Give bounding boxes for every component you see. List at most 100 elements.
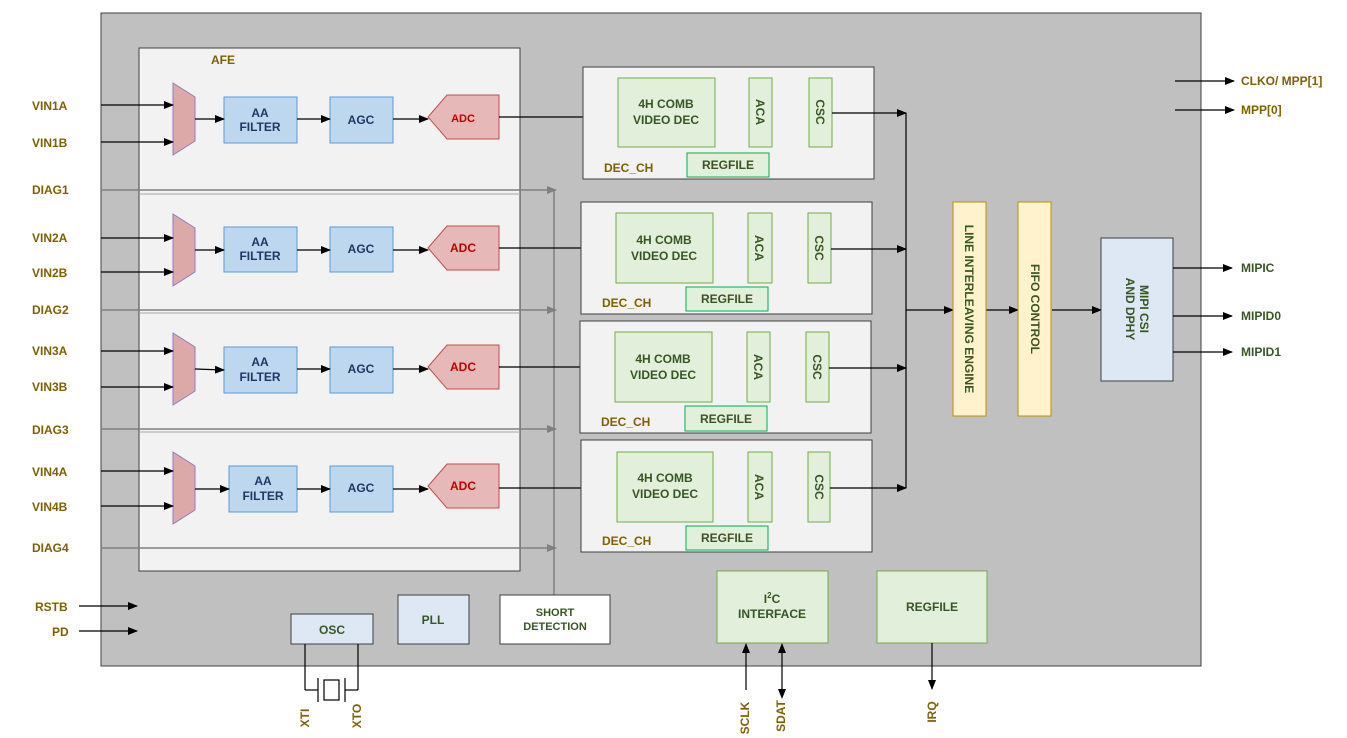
dec-regfile-block [684, 405, 768, 432]
afe-title: AFE [211, 53, 235, 67]
afe-channel-1: AA FILTER AGC ADC [172, 82, 500, 156]
comb-decoder-block [617, 77, 716, 148]
dec-regfile-block [685, 286, 769, 312]
vin3b-pin-label: VIN3B [32, 380, 68, 394]
aa-filter-label: AA [254, 474, 272, 488]
sclk-pin-label: SCLK [738, 701, 752, 734]
decoder-channel-4: 4H COMB VIDEO DEC ACA CSC REGFILE DEC_CH [580, 439, 873, 553]
short-detection-block [499, 594, 611, 645]
mipi-label: AND DPHY [1123, 278, 1137, 341]
pd-pin-label: PD [52, 625, 69, 639]
agc-label: AGC [348, 113, 375, 127]
csc-block [807, 212, 832, 284]
aa-filter-block [228, 465, 298, 513]
irq-pin-label: IRQ [925, 701, 939, 722]
vin2b-pin-label: VIN2B [32, 266, 68, 280]
afe-channel-2: AA FILTER AGC ADC [172, 213, 500, 287]
aca-block [748, 77, 773, 148]
aca-block [747, 451, 773, 523]
bottom-pin-arrows [742, 643, 936, 699]
adc-label: ADC [450, 479, 476, 493]
comb-label: VIDEO DEC [632, 487, 698, 501]
aa-filter-label: FILTER [242, 489, 283, 503]
agc-block [329, 226, 394, 273]
aca-label: ACA [752, 474, 766, 500]
aca-label: ACA [753, 99, 767, 125]
line-interleaving-engine-block [952, 201, 987, 417]
xti-pin-label: XTI [298, 709, 312, 728]
agc-label: AGC [348, 362, 375, 376]
aca-label: ACA [751, 354, 765, 380]
crystal-icon [304, 644, 359, 702]
diag1-pin-label: DIAG1 [32, 183, 69, 197]
dec-regfile-block [685, 525, 769, 551]
mipid1-pin-label: MIPID1 [1241, 345, 1281, 359]
dec-ch-label: DEC_CH [604, 161, 653, 175]
agc-block [329, 465, 394, 513]
decoder-channel-2: 4H COMB VIDEO DEC ACA CSC REGFILE DEC_CH [580, 201, 873, 315]
rstb-pin-label: RSTB [35, 600, 68, 614]
decoder-channel-1: 4H COMB VIDEO DEC ACA CSC REGFILE DEC_CH [582, 66, 875, 180]
sdat-pin-label: SDAT [774, 699, 788, 731]
comb-label: 4H COMB [636, 233, 692, 247]
csc-label: CSC [812, 474, 826, 500]
aa-filter-block [223, 96, 298, 144]
mipi-csi-block [1100, 237, 1174, 382]
vin4b-pin-label: VIN4B [32, 500, 68, 514]
comb-label: VIDEO DEC [630, 368, 696, 382]
comb-label: 4H COMB [637, 471, 693, 485]
aa-filter-label: AA [251, 235, 269, 249]
input-mux [172, 332, 196, 406]
csc-block [805, 331, 830, 403]
csc-label: CSC [810, 354, 824, 380]
agc-label: AGC [348, 242, 375, 256]
aca-label: ACA [752, 235, 766, 261]
i2c-label: I2C [764, 591, 781, 606]
input-mux [172, 82, 196, 156]
diag3-pin-label: DIAG3 [32, 423, 69, 437]
mipi-label: MIPI CSI [1137, 285, 1151, 333]
comb-decoder-block [614, 331, 713, 403]
aa-filter-label: FILTER [239, 370, 280, 384]
aa-filter-label: AA [251, 106, 269, 120]
pll-block [397, 594, 470, 645]
comb-decoder-block [615, 212, 714, 284]
diag4-pin-label: DIAG4 [32, 541, 69, 555]
i2c-interface-label: INTERFACE [738, 607, 806, 621]
input-mux [172, 213, 196, 287]
mipic-pin-label: MIPIC [1241, 261, 1275, 275]
clko-pin-label: CLKO/ MPP[1] [1241, 74, 1322, 88]
input-mux [172, 451, 196, 525]
mipid0-pin-label: MIPID0 [1241, 309, 1281, 323]
aa-filter-label: FILTER [239, 120, 280, 134]
csc-block [807, 451, 831, 523]
vin1a-pin-label: VIN1A [32, 99, 68, 113]
dec-ch-label: DEC_CH [602, 534, 651, 548]
fifo-control-block [1017, 201, 1052, 417]
osc-block [290, 613, 374, 645]
adc-label: ADC [451, 113, 475, 125]
aca-block [747, 212, 773, 284]
comb-label: 4H COMB [635, 352, 691, 366]
comb-label: 4H COMB [638, 97, 694, 111]
i2c-interface-block [716, 570, 829, 644]
afe-channel-4: AA FILTER AGC ADC [172, 451, 500, 525]
bus-arrows [829, 109, 1102, 492]
xto-pin-label: XTO [350, 704, 364, 728]
aa-filter-block [223, 226, 298, 273]
vin3a-pin-label: VIN3A [32, 344, 68, 358]
comb-label: VIDEO DEC [633, 113, 699, 127]
dec-ch-label: DEC_CH [602, 296, 651, 310]
comb-label: VIDEO DEC [631, 249, 697, 263]
dec-ch-label: DEC_CH [601, 415, 650, 429]
diag2-pin-label: DIAG2 [32, 303, 69, 317]
aa-filter-label: AA [251, 355, 269, 369]
adc-block [427, 463, 500, 509]
afe-channel-3: AA FILTER AGC ADC [172, 332, 500, 406]
vin2a-pin-label: VIN2A [32, 231, 68, 245]
dec-regfile-label: REGFILE [702, 158, 754, 172]
line-interleaving-label: LINE INTERLEAVING ENGINE [962, 225, 976, 393]
mpp0-pin-label: MPP[0] [1241, 103, 1282, 117]
output-arrows [1173, 77, 1235, 356]
dec-regfile-label: REGFILE [700, 412, 752, 426]
